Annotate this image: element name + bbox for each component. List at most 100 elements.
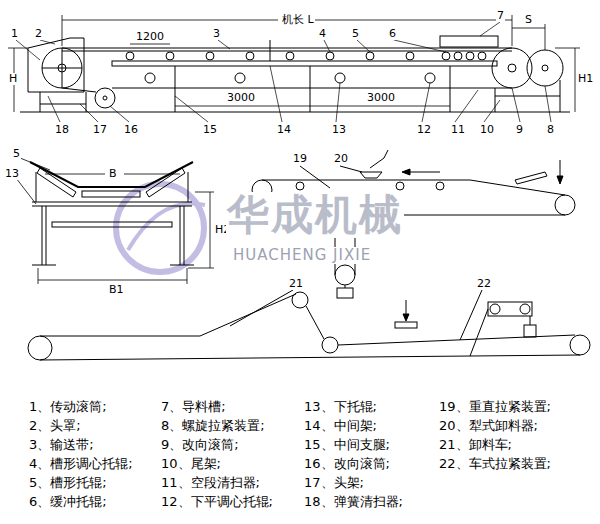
leader-lines [80, 104, 98, 122]
callout-number: 9 [515, 124, 524, 136]
callout-number: 5 [12, 148, 21, 160]
part-legend-item: 16、改向滚筒; [303, 457, 391, 471]
tripper-layout [470, 309, 488, 356]
leader-lines [512, 88, 520, 122]
belt [62, 47, 512, 48]
head-frame [40, 104, 86, 105]
part-legend-item: 5、槽形托辊; [28, 476, 108, 490]
belt [62, 88, 96, 92]
tripper-layout [322, 337, 338, 353]
dimension-lines [8, 15, 580, 112]
plough-layout [300, 166, 330, 188]
carrying-idlers [246, 52, 254, 60]
section-dimensions [124, 174, 180, 175]
plough-layout [345, 285, 346, 288]
section-frame [52, 222, 172, 227]
part-legend-item: 7、导料槽; [160, 400, 227, 414]
plough-layout [555, 195, 575, 215]
leader-lines [48, 96, 60, 122]
part-legend-item: 15、中间支腿; [303, 438, 391, 452]
buffer-idlers [442, 52, 486, 60]
watermark: HUACHENG JIXIE [232, 247, 372, 264]
dimension-lines [312, 20, 512, 21]
plough-layout [515, 172, 547, 184]
dimension-lines [175, 106, 310, 107]
belt [112, 87, 512, 88]
section-frame [36, 172, 37, 202]
plough-layout [410, 172, 440, 173]
callout-number: 22 [476, 278, 492, 290]
part-legend-item: 21、卸料车; [438, 438, 513, 452]
middle-legs [450, 66, 451, 112]
tripper-layout [530, 316, 531, 325]
tripper-layout [306, 306, 324, 339]
tail-pulley [542, 65, 548, 71]
callout-number: 1 [10, 28, 19, 40]
plough-layout [337, 288, 353, 298]
dimension-lines [575, 48, 576, 112]
carrying-idlers [406, 52, 414, 60]
dimension-label: 机长 L [281, 14, 315, 26]
callout-number: 4 [318, 28, 327, 40]
return-idlers [425, 73, 435, 83]
return-idlers [235, 73, 245, 83]
carrying-idlers [126, 52, 134, 60]
part-legend-item: 2、头罩; [28, 419, 82, 433]
part-legend-item: 6、缓冲托辊; [28, 495, 108, 509]
tripper-layout [28, 290, 590, 360]
return-idlers [335, 73, 345, 83]
tripper-layout [292, 292, 308, 308]
carrying-idlers [366, 52, 374, 60]
carrying-idlers [286, 52, 294, 60]
leader-lines [336, 83, 340, 122]
head-hood [28, 38, 84, 92]
part-legend-item: 13、下托辊; [303, 400, 378, 414]
leader-lines [324, 40, 330, 52]
leader-lines [484, 100, 500, 122]
head-frame [86, 92, 87, 112]
part-legend-item: 11、空段清扫器; [160, 476, 261, 490]
belt-section [30, 162, 193, 187]
section-frame [32, 265, 56, 266]
leader-lines [357, 40, 370, 52]
plough-layout [296, 182, 304, 190]
watermark: 华成机械 [226, 192, 404, 238]
dimension-label: 1200 [135, 31, 165, 43]
tail-pulley [492, 48, 563, 88]
dimension-lines [545, 24, 546, 50]
section-frame [42, 206, 43, 265]
callout-number: 16 [123, 124, 139, 136]
callout-number: 18 [54, 124, 70, 136]
section-frame [46, 206, 47, 265]
dimension-lines [512, 28, 545, 29]
belt-section [30, 162, 193, 187]
leader-lines [16, 22, 551, 122]
callout-number: 20 [333, 153, 349, 165]
tripper-layout [460, 290, 482, 340]
dimension-lines [62, 15, 63, 46]
section-frame [170, 265, 194, 266]
tripper-layout [40, 355, 580, 360]
dimension-lines [512, 15, 513, 46]
leader-lines [480, 22, 500, 36]
carrying-idlers [206, 52, 214, 60]
tail-pulley [492, 48, 532, 88]
tripper-layout [570, 335, 590, 355]
buffer-idlers [478, 52, 486, 60]
part-legend-item: 10、尾架; [160, 457, 222, 471]
leader-lines [394, 40, 446, 52]
leader-lines [175, 96, 208, 122]
leader-lines [110, 106, 129, 122]
tripper-layout [28, 336, 52, 360]
section-dimensions [187, 268, 188, 284]
tail-pulley [527, 50, 563, 86]
callout-number: 13 [4, 168, 20, 180]
section-dimensions [16, 158, 214, 284]
section-frame [32, 172, 194, 265]
plough-layout [436, 182, 444, 190]
tail-pulley [508, 64, 516, 72]
leader-lines [545, 86, 551, 122]
tripper-layout [40, 294, 296, 336]
tripper-layout [488, 302, 532, 316]
